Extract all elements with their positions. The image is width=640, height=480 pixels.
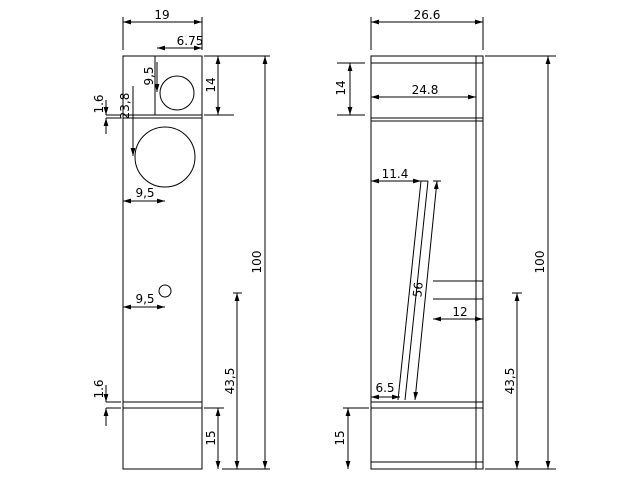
baffle-length-label: 56: [410, 281, 426, 298]
inner-depth-label: 24.8: [412, 83, 439, 97]
side-view: 26.6 24.8 14 11.4 56 12 6.5 100 43,5: [333, 8, 556, 470]
side-cabinet-outline: [370, 55, 484, 470]
top-panel-thickness-label: 1.6: [92, 94, 106, 113]
tweeter-offset-label: 6.75: [177, 34, 204, 48]
woofer-side-label: 9,5: [135, 186, 154, 200]
shelf-height-label: 43,5: [503, 368, 517, 395]
tweeter-side-label: 9,5: [142, 66, 156, 85]
front-cabinet-outline: [122, 55, 203, 470]
baffle-top-offset-label: 11.4: [382, 167, 409, 181]
baffle-bottom-offset-label: 6.5: [375, 381, 394, 395]
plinth-height-label: 15: [204, 430, 218, 445]
side-depth-label: 26.6: [414, 8, 441, 22]
bottom-panel-thickness-label: 1.6: [92, 379, 106, 398]
front-width-label: 19: [154, 8, 169, 22]
baffle-length-dim-line: [413, 180, 439, 401]
port-height-label: 43,5: [223, 368, 237, 395]
front-height-label: 100: [250, 251, 264, 274]
tweeter-top-label: 14: [204, 77, 218, 92]
top-chamber-label: 14: [334, 80, 348, 95]
side-height-label: 100: [533, 251, 547, 274]
port-circle: [158, 284, 172, 298]
port-side-label: 9,5: [135, 292, 154, 306]
front-view: 19 6.75 14 9,5 1.6 23,8 9,5 9,5 100: [92, 8, 270, 470]
side-plinth-label: 15: [333, 430, 347, 445]
woofer-circle: [134, 126, 196, 188]
shelf-depth-label: 12: [452, 305, 467, 319]
woofer-center-label: 23,8: [118, 93, 132, 120]
tweeter-circle: [159, 75, 195, 111]
